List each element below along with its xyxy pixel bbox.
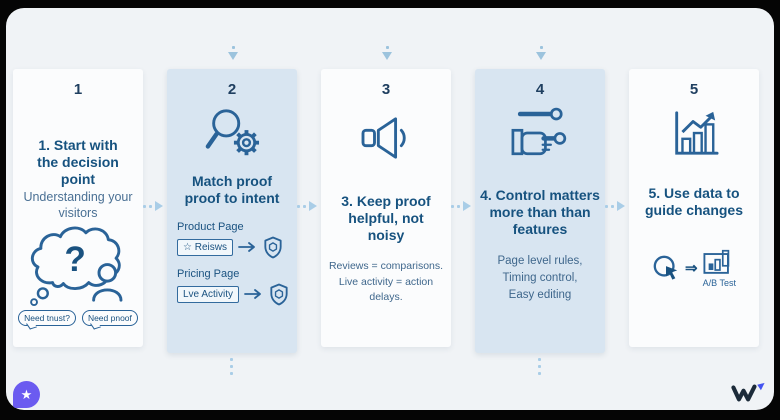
ab-test-chart-icon — [703, 249, 730, 274]
body-line: Reviews = comparisons. — [328, 260, 444, 273]
flow-arrow-icon — [297, 201, 317, 211]
step-column-5: 5 5. Use data to guide changes ⇒ — [629, 69, 759, 347]
arrow-right-icon — [238, 242, 255, 252]
dotted-tail — [538, 358, 541, 375]
dotted-tail — [230, 358, 233, 375]
page-label: Product Page — [177, 220, 244, 233]
ab-test-caption: A/B Test — [702, 277, 736, 288]
proof-mapping-rows: Product Page ☆ Reisws Pricing Page Lve A… — [177, 221, 289, 315]
flow-arrow-icon — [451, 201, 471, 211]
arrow-right-icon — [244, 289, 261, 299]
flow-arrow-icon — [143, 201, 163, 211]
cursor-click-icon — [653, 255, 678, 280]
step-body: Reviews = comparisons. Live activity = a… — [322, 259, 450, 305]
step-subtitle: Understanding your visitors — [23, 190, 133, 221]
body-line: Easy editing — [508, 288, 572, 301]
speaker-icon — [361, 117, 406, 159]
magnifier-gear-icon — [205, 109, 260, 156]
down-arrow-icon — [382, 46, 392, 60]
step-column-4: 4 4. Control matters more than than feat… — [475, 69, 605, 353]
live-activity-chip: Lve Activity — [177, 285, 240, 303]
step-number: 3 — [381, 81, 391, 98]
step-title: 1. Start with the decision point — [37, 137, 119, 187]
step-number: 5 — [689, 81, 699, 98]
ab-test-row: ⇒ A/B Test — [652, 249, 736, 288]
speech-bubbles: Need tnust? Need pnoof — [18, 309, 138, 326]
w-logo-icon — [731, 382, 765, 402]
shield-icon — [264, 236, 282, 258]
step-title: 3. Keep proof helpful, not noisy — [341, 193, 431, 243]
mapping-row: Lve Activity — [177, 283, 289, 306]
step-title: 4. Control matters more than than featur… — [480, 187, 600, 237]
question-mark-glyph: ? — [64, 240, 85, 279]
page-label: Pricing Page — [177, 267, 240, 280]
hand-slider-icon — [511, 107, 567, 156]
down-arrow-icon — [536, 46, 546, 60]
shield-icon — [270, 283, 288, 305]
star-glyph: ★ — [20, 386, 33, 402]
speech-bubble: Need tnust? — [18, 309, 76, 326]
step-number: 4 — [535, 81, 545, 98]
down-arrow-icon — [228, 46, 238, 60]
reviews-chip: ☆ Reisws — [177, 238, 233, 256]
step-column-1: 1 1. Start with the decision point Under… — [13, 69, 143, 347]
step-number: 2 — [227, 81, 237, 98]
step-body: Page level rules, Timing control, Easy e… — [476, 253, 604, 303]
speech-bubble: Need pnoof — [81, 309, 138, 326]
infographic-panel: 1 1. Start with the decision point Under… — [6, 8, 774, 410]
step-column-3: 3 3. Keep proof helpful, not noisy Revie… — [321, 69, 451, 347]
thought-bubble-question-person-icon: ? — [30, 226, 123, 306]
body-line: Page level rules, — [497, 255, 583, 268]
body-line: Timing control, — [502, 272, 578, 285]
mapping-row: ☆ Reisws — [177, 236, 289, 259]
step-number: 1 — [73, 81, 83, 98]
step-title: 5. Use data to guide changes — [644, 185, 744, 218]
star-badge-icon: ★ — [13, 381, 40, 408]
growth-chart-icon — [675, 111, 719, 155]
double-arrow-glyph: ⇒ — [685, 259, 698, 277]
body-line: Live activity = action delays. — [338, 275, 434, 303]
step-title: Match proof proof to intent — [184, 173, 280, 206]
flow-arrow-icon — [605, 201, 625, 211]
step-column-2: 2 Match proof proof to intent Pro — [167, 69, 297, 353]
